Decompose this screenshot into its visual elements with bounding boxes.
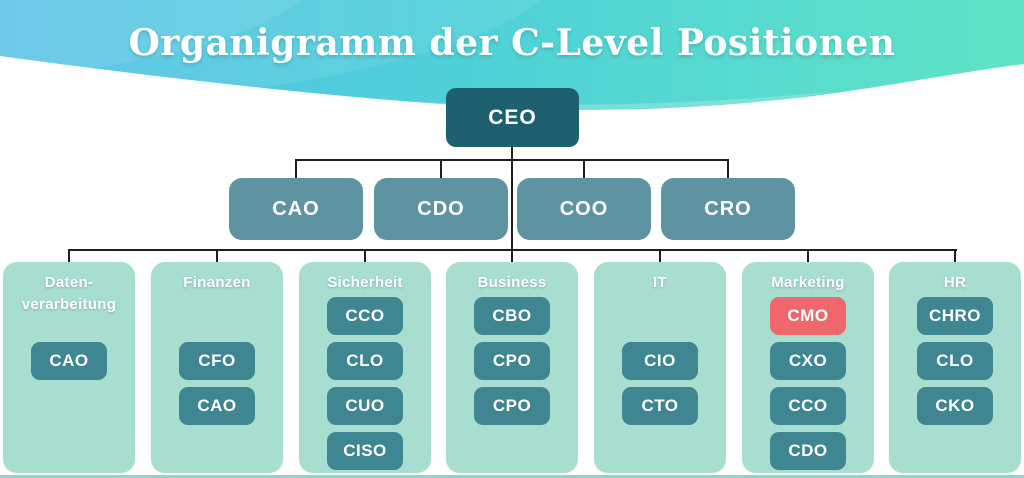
connector-level2-stub-cro	[727, 159, 729, 178]
role-node-cao: CAO	[179, 387, 255, 425]
connector-level3-stub-2	[216, 250, 218, 262]
role-node-cko: CKO	[917, 387, 993, 425]
dept-panel-datenverarbeitung: Daten- verarbeitung CAO	[3, 262, 135, 473]
dept-panel-finanzen: Finanzen CFO CAO	[151, 262, 283, 473]
connector-level3-stub-5	[659, 250, 661, 262]
org-node-coo: COO	[517, 178, 651, 240]
dept-title-sicherheit: Sicherheit	[327, 274, 403, 291]
dept-title-business: Business	[477, 274, 547, 291]
role-node-cdo: CDO	[770, 432, 846, 470]
role-node-cuo: CUO	[327, 387, 403, 425]
role-node-cpo: CPO	[474, 342, 550, 380]
page-title: Organigramm der C-Level Positionen	[128, 22, 896, 64]
role-node-cao: CAO	[31, 342, 107, 380]
connector-ceo-vertical	[511, 147, 513, 262]
dept-panel-hr: HR CHRO CLO CKO	[889, 262, 1021, 473]
role-node-cto: CTO	[622, 387, 698, 425]
connector-level2-stub-coo	[583, 159, 585, 178]
role-node-cxo: CXO	[770, 342, 846, 380]
org-node-cro: CRO	[661, 178, 795, 240]
connector-level3-horizontal	[68, 249, 957, 251]
dept-title-it: IT	[653, 274, 667, 291]
connector-level2-horizontal	[295, 159, 729, 161]
org-node-ceo: CEO	[446, 88, 579, 147]
role-node-cmo-highlighted: CMO	[770, 297, 846, 335]
dept-panel-sicherheit: Sicherheit CCO CLO CUO CISO	[299, 262, 431, 473]
org-node-cdo: CDO	[374, 178, 508, 240]
role-node-chro: CHRO	[917, 297, 993, 335]
dept-title-marketing: Marketing	[771, 274, 845, 291]
role-node-cpo: CPO	[474, 387, 550, 425]
role-node-cfo: CFO	[179, 342, 255, 380]
dept-title-datenverarbeitung: Daten- verarbeitung	[21, 274, 117, 313]
org-node-cao: CAO	[229, 178, 363, 240]
role-node-cbo: CBO	[474, 297, 550, 335]
connector-level2-stub-cao	[295, 159, 297, 178]
role-node-ciso: CISO	[327, 432, 403, 470]
role-node-cco: CCO	[327, 297, 403, 335]
header-wave-graphic	[0, 0, 1024, 114]
bottom-wave-edge	[0, 475, 1024, 478]
connector-level3-stub-7	[954, 250, 956, 262]
dept-panel-marketing: Marketing CMO CXO CCO CDO	[742, 262, 874, 473]
role-node-cco: CCO	[770, 387, 846, 425]
dept-title-finanzen: Finanzen	[183, 274, 251, 291]
dept-panel-it: IT CIO CTO	[594, 262, 726, 473]
role-node-cio: CIO	[622, 342, 698, 380]
role-node-clo: CLO	[917, 342, 993, 380]
dept-title-hr: HR	[943, 274, 967, 291]
dept-panel-business: Business CBO CPO CPO	[446, 262, 578, 473]
role-node-clo: CLO	[327, 342, 403, 380]
connector-level3-stub-6	[807, 250, 809, 262]
connector-level3-stub-3	[364, 250, 366, 262]
connector-level2-stub-cdo	[440, 159, 442, 178]
connector-level3-stub-1	[68, 250, 70, 262]
